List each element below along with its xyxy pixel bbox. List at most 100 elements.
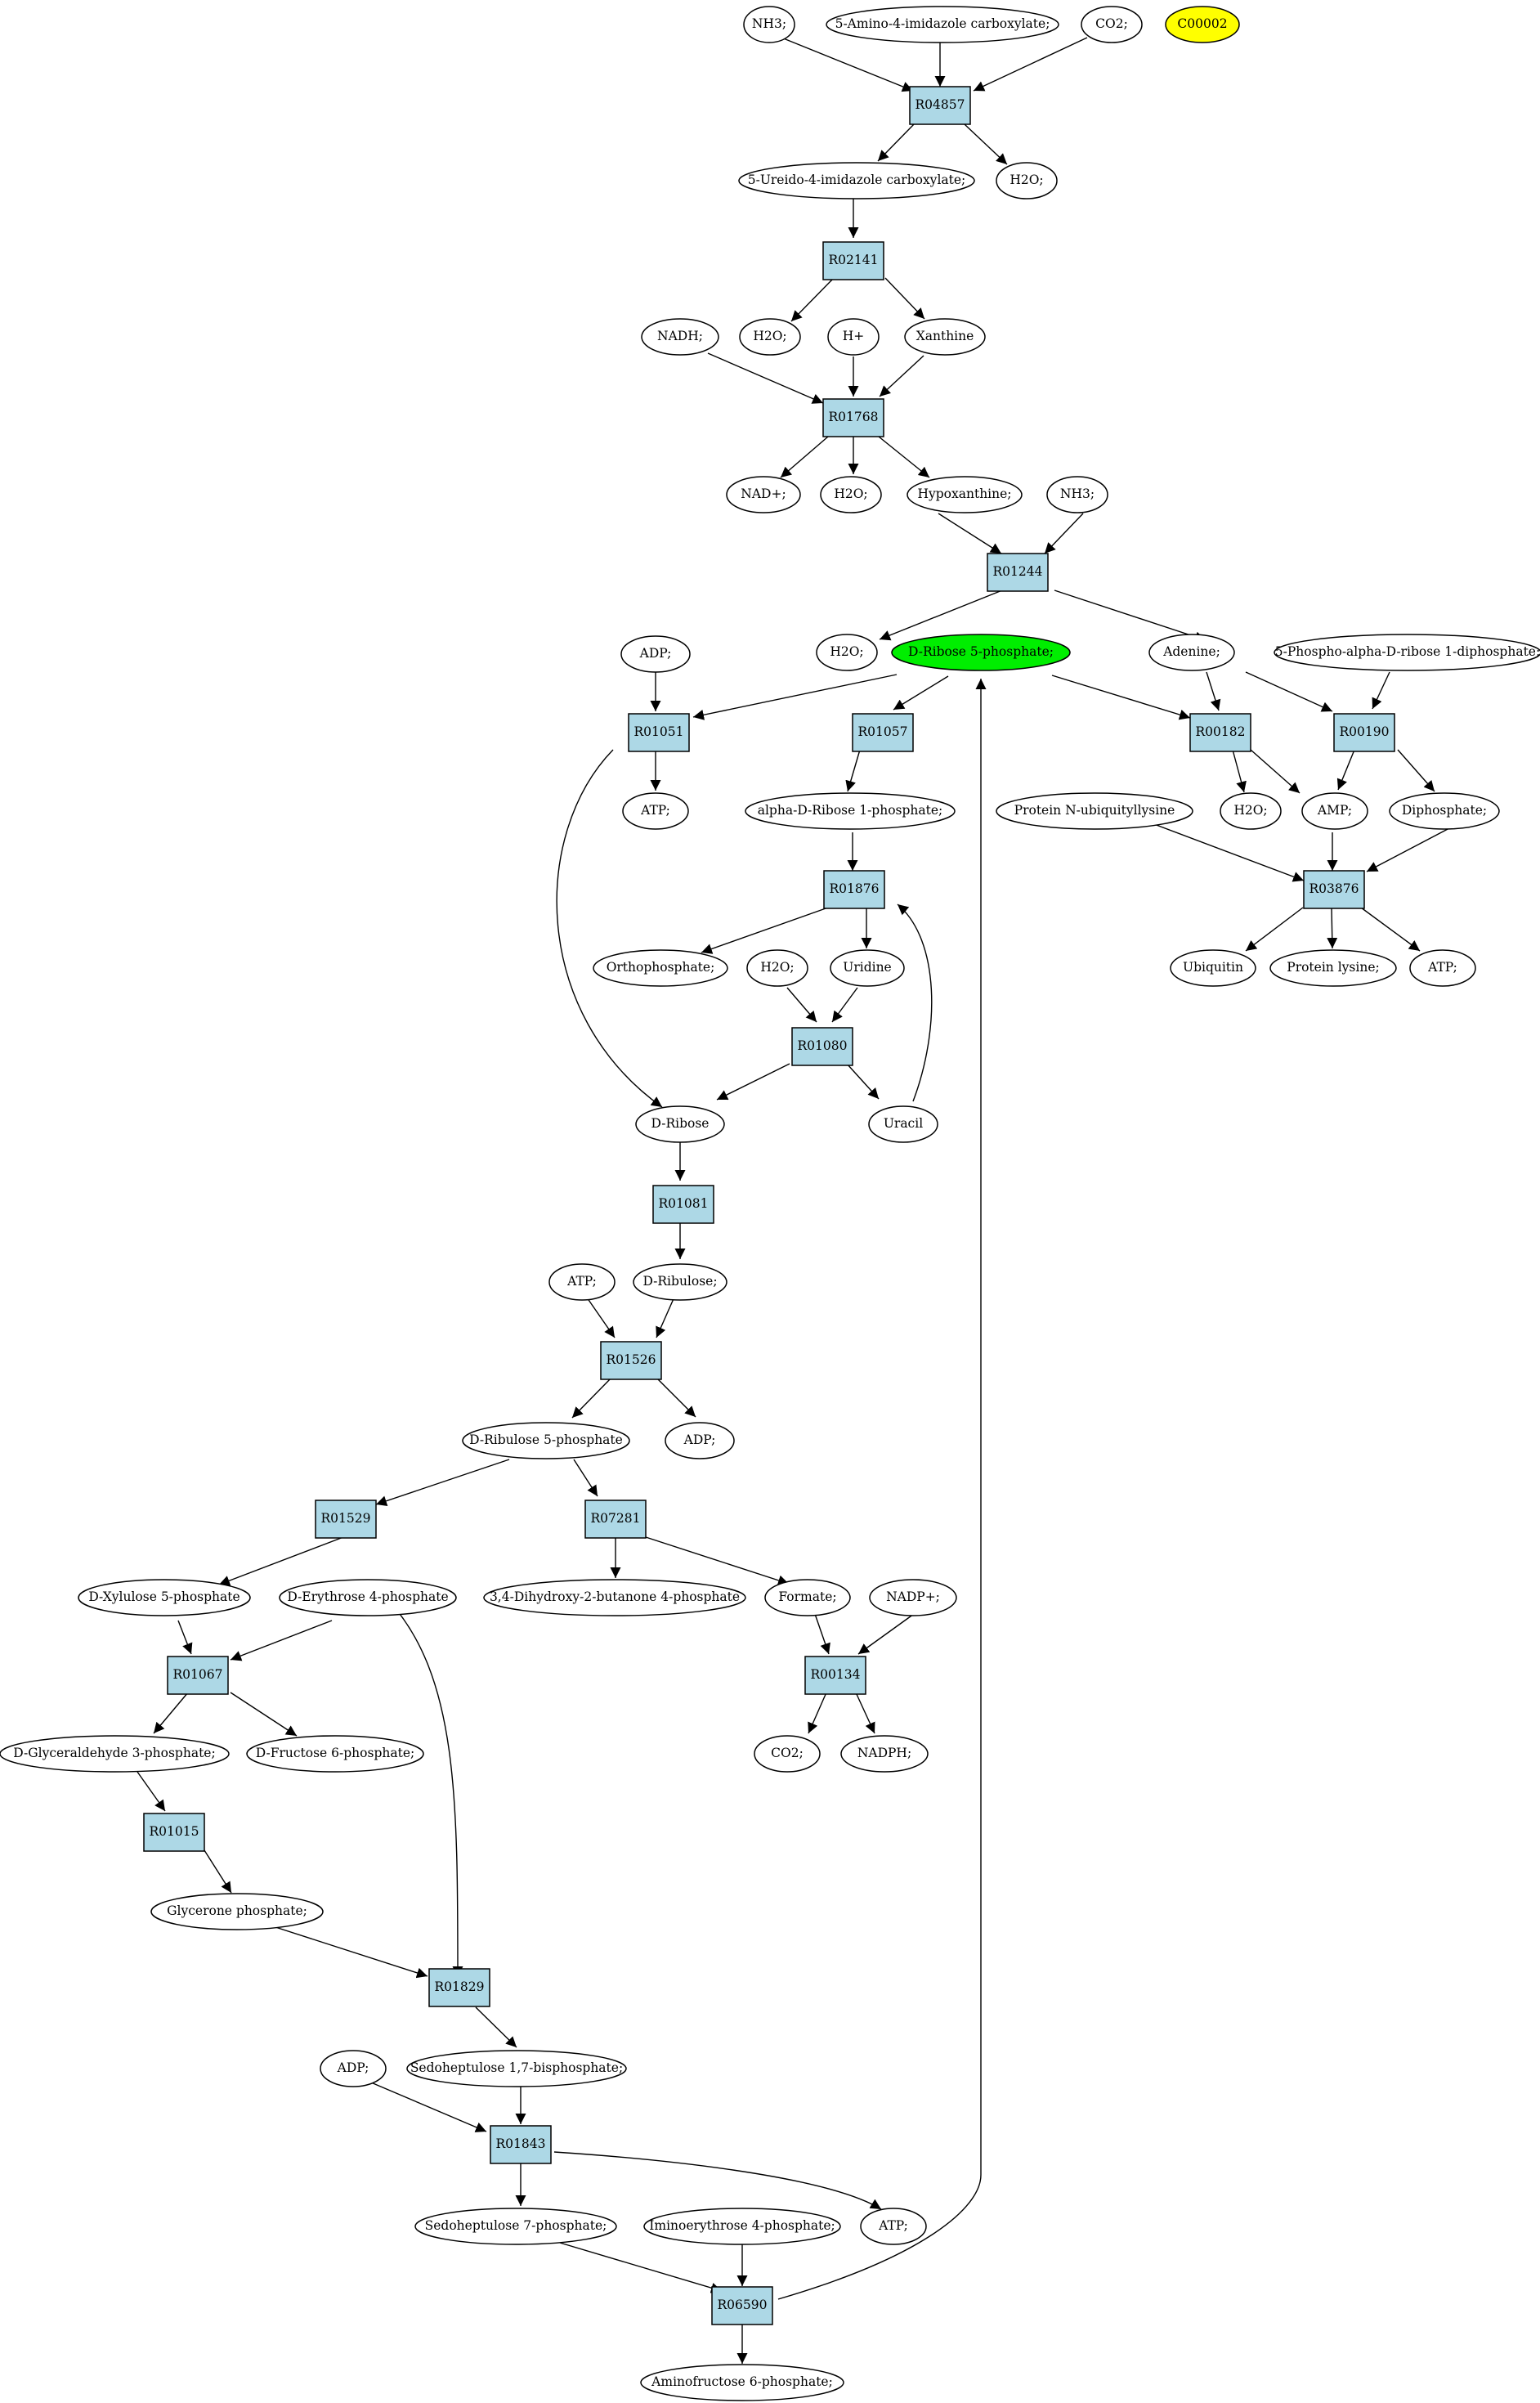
reaction-node-r01015[interactable] — [143, 1813, 205, 1852]
compound-node-protein-lysine[interactable] — [1269, 949, 1397, 987]
compound-node-h2o[interactable] — [1220, 792, 1282, 830]
compound-label: D-Ribose 5-phosphate; — [908, 644, 1054, 659]
edge — [1206, 671, 1221, 711]
compound-node-h2o[interactable] — [816, 634, 878, 671]
edge — [177, 1620, 193, 1655]
compound-node-h2o[interactable] — [996, 162, 1058, 200]
compound-node-d-erythrose-4-phosphate[interactable] — [279, 1579, 457, 1616]
reaction-node-r02141[interactable] — [822, 241, 884, 280]
compound-node-xanthine[interactable] — [904, 318, 986, 356]
reaction-node-r00182[interactable] — [1189, 713, 1251, 752]
compound-node-alpha-d-ribose-1-phosphate[interactable] — [745, 792, 956, 830]
compound-node-atp[interactable] — [860, 2208, 927, 2245]
compound-node-d-ribose[interactable] — [635, 1105, 725, 1143]
compound-node-d-ribulose-5-phosphate[interactable] — [462, 1422, 630, 1459]
reaction-node-r00134[interactable] — [804, 1656, 866, 1695]
compound-node-d-ribulose[interactable] — [633, 1263, 727, 1301]
compound-node-prpp[interactable] — [1274, 634, 1540, 671]
compound-node-d-xylulose-5-phosphate[interactable] — [78, 1579, 251, 1616]
edge — [897, 903, 933, 1102]
compound-node-nadp-plus[interactable] — [869, 1579, 957, 1616]
reaction-node-r01843[interactable] — [490, 2125, 552, 2164]
compound-node-adp[interactable] — [320, 2050, 387, 2087]
reaction-node-r01051[interactable] — [628, 713, 690, 752]
compound-node-co2[interactable] — [754, 1735, 821, 1773]
reaction-node-r01768[interactable] — [822, 398, 884, 437]
reaction-node-r01529[interactable] — [315, 1500, 377, 1539]
compound-node-nadh[interactable] — [641, 318, 719, 356]
compound-node-d-ribose-5-phosphate[interactable] — [891, 634, 1071, 671]
compound-node-adp[interactable] — [665, 1422, 735, 1459]
compound-label: D-Ribose — [651, 1116, 710, 1131]
compound-node-amp[interactable] — [1301, 792, 1368, 830]
reaction-node-r07281[interactable] — [584, 1500, 647, 1539]
compound-node-sedoheptulose-7-phosphate[interactable] — [414, 2208, 617, 2245]
compound-label: NADP+; — [886, 1589, 940, 1604]
reaction-node-r04857[interactable] — [909, 86, 971, 125]
compound-label: Hypoxanthine; — [917, 486, 1011, 501]
compound-node-sedoheptulose-1-7-bisphosphate[interactable] — [406, 2050, 627, 2087]
reaction-node-r00190[interactable] — [1333, 713, 1395, 752]
compound-node-adenine[interactable] — [1148, 634, 1235, 671]
reaction-node-r06590[interactable] — [711, 2286, 773, 2325]
compound-node-nh3[interactable] — [1046, 476, 1108, 513]
edge — [553, 2151, 882, 2210]
compound-node-h2o[interactable] — [820, 476, 882, 513]
reaction-node-r01876[interactable] — [823, 870, 885, 909]
reaction-node-r01080[interactable] — [791, 1027, 853, 1066]
compound-label: NAD+; — [741, 486, 786, 501]
compound-node-c00002[interactable] — [1165, 6, 1240, 43]
compound-node-glycerone-phosphate[interactable] — [150, 1893, 324, 1930]
reaction-node-r01829[interactable] — [428, 1968, 490, 2007]
compound-node-uridine[interactable] — [830, 949, 905, 987]
edge — [370, 2082, 487, 2132]
compound-node-5-ureido-4-imidazole-carboxylate[interactable] — [738, 162, 975, 200]
compound-node-adp[interactable] — [620, 635, 691, 673]
compound-node-atp[interactable] — [622, 792, 689, 830]
reaction-node-r01526[interactable] — [600, 1341, 662, 1380]
reaction-node-r01067[interactable] — [167, 1656, 229, 1695]
compound-node-d-fructose-6-phosphate[interactable] — [246, 1735, 424, 1773]
compound-node-h2o[interactable] — [739, 318, 801, 356]
compound-label: D-Fructose 6-phosphate; — [256, 1746, 414, 1760]
edge — [559, 2242, 723, 2293]
reaction-label-r01244: R01244 — [993, 564, 1043, 579]
compound-node-nad-plus[interactable] — [726, 476, 801, 513]
compound-node-diphosphate[interactable] — [1389, 792, 1500, 830]
compound-node-iminoerythrose-4-phosphate[interactable] — [643, 2208, 841, 2245]
edge — [777, 679, 987, 2300]
reaction-label-r01015: R01015 — [150, 1824, 199, 1839]
reaction-node-r01244[interactable] — [987, 553, 1049, 592]
edge — [857, 1613, 915, 1655]
compound-node-atp[interactable] — [548, 1263, 616, 1301]
compound-node-dihydroxy-butanone-phosphate[interactable] — [483, 1579, 746, 1616]
compound-node-h-plus[interactable] — [827, 318, 880, 356]
compound-node-orthophosphate[interactable] — [593, 949, 728, 987]
compound-label: Formate; — [778, 1589, 836, 1604]
edge — [893, 675, 949, 711]
compound-node-uracil[interactable] — [868, 1105, 938, 1143]
reaction-node-r03876[interactable] — [1303, 870, 1365, 909]
compound-label: Uridine — [843, 960, 891, 975]
compound-node-formate[interactable] — [764, 1579, 851, 1616]
compound-nodes: NH3; 5-Amino-4-imidazole carboxylate; CO… — [0, 6, 1540, 2401]
compound-node-hypoxanthine[interactable] — [907, 476, 1023, 513]
compound-node-protein-n-ubiquityllysine[interactable] — [996, 792, 1193, 830]
reaction-node-r01081[interactable] — [652, 1185, 714, 1224]
compound-node-atp[interactable] — [1409, 949, 1476, 987]
compound-node-ubiquitin[interactable] — [1170, 949, 1256, 987]
compound-node-aminofructose-6-phosphate[interactable] — [640, 2364, 844, 2401]
compound-node-5-amino-4-imidazole-carboxylate[interactable] — [826, 6, 1059, 43]
compound-label: CO2; — [771, 1746, 804, 1760]
reaction-node-r01057[interactable] — [852, 713, 914, 752]
compound-node-h2o[interactable] — [746, 949, 808, 987]
reaction-label-r01081: R01081 — [659, 1196, 709, 1211]
compound-node-nadph[interactable] — [840, 1735, 929, 1773]
compound-node-nh3[interactable] — [743, 6, 795, 43]
compound-label: H2O; — [1010, 173, 1043, 187]
compound-node-co2[interactable] — [1081, 6, 1143, 43]
edge — [645, 1536, 790, 1586]
reaction-nodes: R04857 R02141 R01768 R01244 R01051 R0105… — [143, 86, 1395, 2325]
compound-node-d-glyceraldehyde-3-phosphate[interactable] — [0, 1735, 230, 1773]
compound-label: H2O; — [760, 960, 794, 975]
